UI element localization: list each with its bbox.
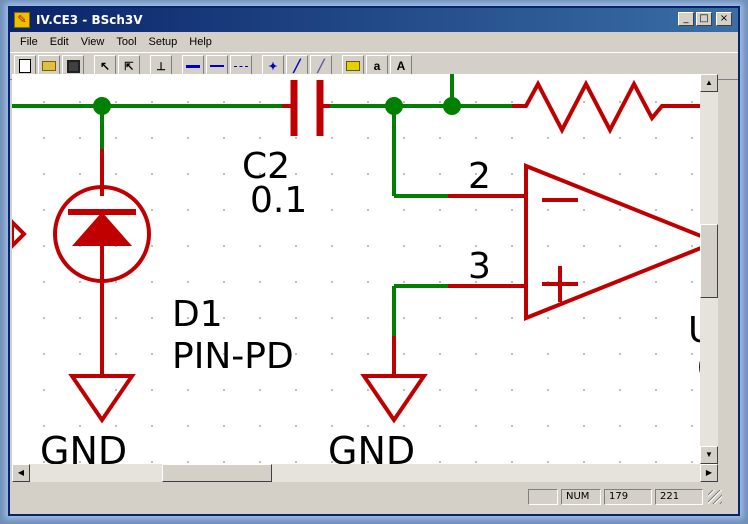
schematic-canvas[interactable]: C2 0.1 2 3 U ( [12,74,700,464]
junction-icon: ✦ [268,60,278,73]
toolbar: ↖ ⇱ ⊥ ✦ ╱ ╱ a A [10,52,738,80]
capacitor-c2[interactable] [282,80,330,136]
entry-button[interactable]: ╱ [310,55,332,77]
dash-line-icon [234,65,248,67]
capacitor-ref: C2 [242,146,290,187]
menu-setup[interactable]: Setup [148,36,178,48]
status-blank [528,489,558,505]
horizontal-scrollbar[interactable]: ◀ ▶ [12,464,718,482]
menu-view[interactable]: View [80,36,105,48]
drag-select-icon: ⇱ [124,60,134,73]
maximize-button[interactable]: □ [696,12,712,26]
bus-button[interactable] [182,55,204,77]
diode-value: PIN-PD [172,336,294,377]
capacitor-value: 0.1 [250,180,307,221]
minimize-button[interactable]: _ [678,12,694,26]
status-y: 221 [655,489,703,505]
title-bar[interactable]: ✎ IV.CE3 - BSch3V _ □ × [10,8,738,32]
menu-tool[interactable]: Tool [116,36,137,48]
status-x: 179 [604,489,652,505]
ground-symbol[interactable] [360,336,428,424]
tag-button[interactable] [342,55,364,77]
menu-help[interactable]: Help [189,36,212,48]
junction-dot[interactable] [93,97,111,115]
opamp-pin-noninverting: 3 [468,246,491,287]
wire-line-icon [210,65,224,67]
window-title: IV.CE3 - BSch3V [36,13,143,27]
app-icon: ✎ [14,12,30,28]
bus-entry-icon: ╱ [293,59,301,73]
bus-line-icon [186,64,200,68]
component-icon: ⊥ [156,60,166,73]
menu-bar: File Edit View Tool Setup Help [10,32,738,52]
close-button[interactable]: × [716,12,732,26]
status-num: NUM [561,489,601,505]
status-bar: NUM 179 221 [8,486,740,508]
new-button[interactable] [14,55,36,77]
scroll-left-arrow-icon[interactable]: ◀ [12,464,30,482]
vertical-scrollbar[interactable]: ▲ ▼ [700,74,718,464]
junction-dot[interactable] [443,97,461,115]
junction-dot[interactable] [385,97,403,115]
menu-file[interactable]: File [20,36,38,48]
opamp-value: ( [696,346,700,387]
photodiode-d1[interactable] [12,149,151,374]
horizontal-scroll-thumb[interactable] [162,464,272,482]
scroll-down-arrow-icon[interactable]: ▼ [700,446,718,464]
scroll-up-arrow-icon[interactable]: ▲ [700,74,718,92]
ground-symbol[interactable] [68,374,136,424]
save-button[interactable] [62,55,84,77]
new-icon [19,59,31,73]
opamp-pin-inverting: 2 [468,156,491,197]
vertical-scroll-thumb[interactable] [700,224,718,298]
resistor[interactable] [512,79,700,135]
opamp-ref: U [688,310,700,351]
opamp[interactable] [448,163,700,321]
scroll-right-arrow-icon[interactable]: ▶ [700,464,718,482]
schematic-drawing: C2 0.1 2 3 U ( [12,74,700,464]
ground-label: GND [328,429,415,464]
tag-icon [346,61,360,71]
label-large-icon: A [396,59,406,73]
resize-grip-icon[interactable] [708,490,722,504]
diode-ref: D1 [172,294,223,335]
label-small-icon: a [373,59,381,73]
ground-label: GND [40,429,127,464]
open-button[interactable] [38,55,60,77]
pointer-icon: ↖ [99,59,111,73]
menu-edit[interactable]: Edit [49,36,69,48]
open-folder-icon [42,61,56,71]
entry-icon: ╱ [317,59,325,73]
save-icon [66,59,80,73]
